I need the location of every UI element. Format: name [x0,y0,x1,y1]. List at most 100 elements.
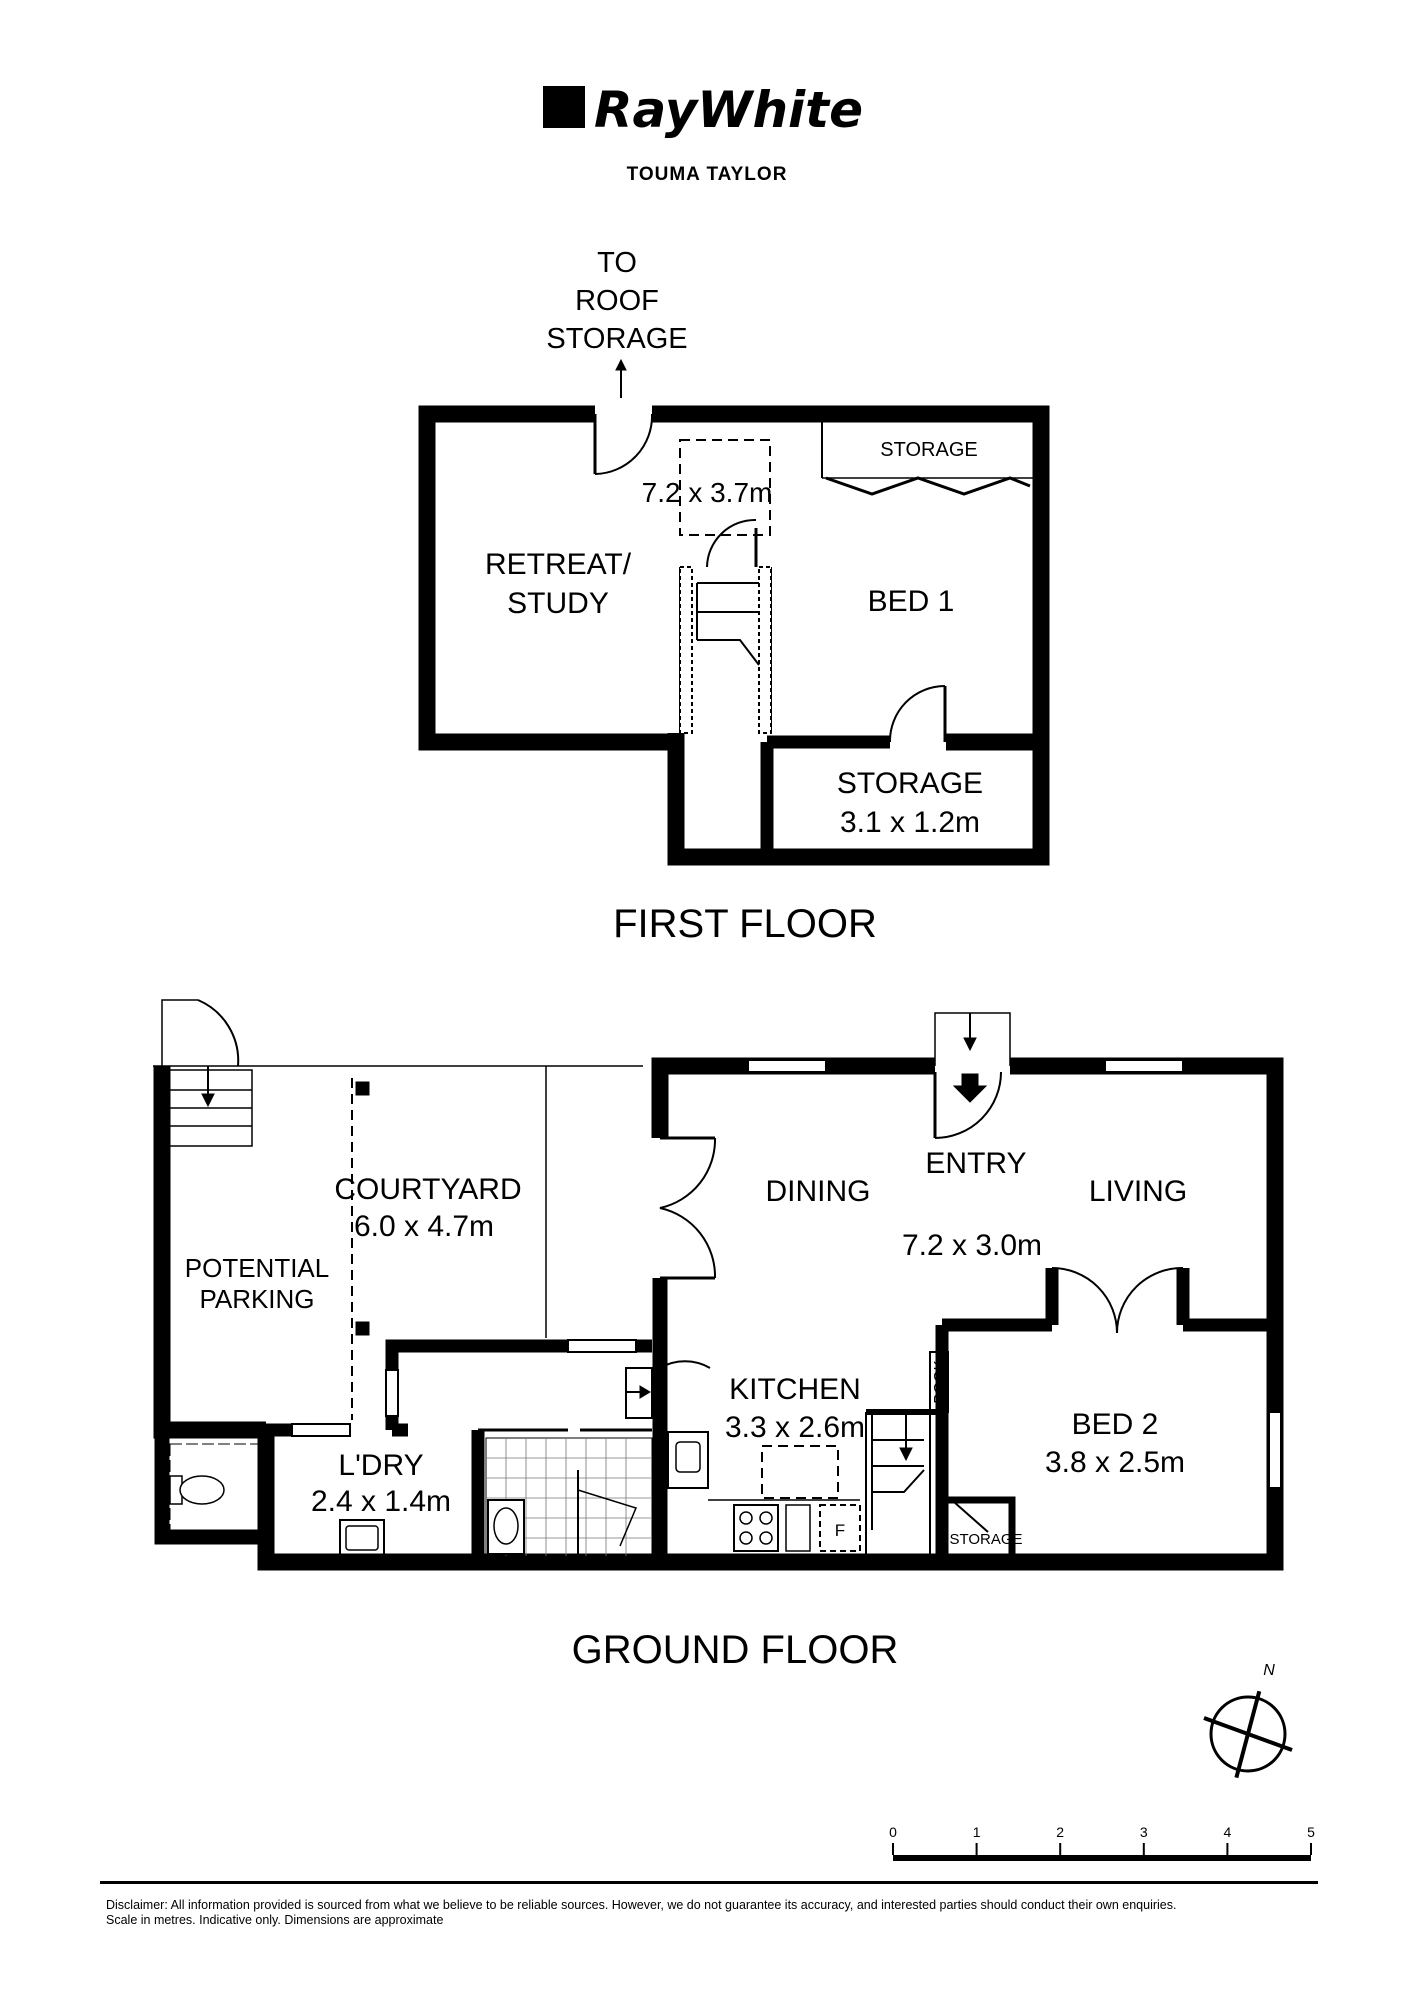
parking-label-line2: PARKING [199,1284,314,1314]
entry-label: ENTRY [925,1147,1026,1180]
bed2-label: BED 2 [1072,1408,1159,1441]
cooktop-burner-1 [739,1511,753,1525]
entry-arrow-icon [952,1073,988,1103]
kitchen-sink [667,1431,709,1489]
scale-tick-label: 2 [1056,1824,1064,1840]
north-compass: N [1203,1662,1293,1779]
bed2-window [1268,1411,1282,1489]
roof-door-swing [594,413,654,475]
laundry-side-window [385,1369,399,1417]
laundry-window [567,1339,637,1353]
logo-wordmark: RayWhite [594,81,863,139]
bed2-dimensions: 3.8 x 2.5m [1045,1446,1185,1479]
stair-tower-wall [667,733,1050,866]
logo-square [543,86,585,128]
cooktop-burner-4 [759,1531,773,1545]
kitchen-sink-bowl [675,1441,701,1473]
first-floor-right-wall [652,405,1050,751]
stair-door-swing [706,518,757,568]
wardrobe-sliding-doors [825,476,1031,496]
laundry-label: L'DRY [338,1449,423,1482]
entry-porch [934,1012,1011,1066]
parking-arrow-head [201,1093,215,1108]
scale-bar-line [893,1855,1311,1861]
bed2-storage-wall [942,1496,1016,1562]
porch-arrow-head [963,1037,977,1052]
living-label: LIVING [1089,1175,1187,1208]
kitchen-cupboard [785,1504,811,1552]
scale-tick-label: 4 [1224,1824,1232,1840]
storage-door-swing [888,685,946,743]
stair-arrow-head [899,1447,913,1462]
fridge-space [819,1504,861,1552]
cooktop [733,1504,779,1552]
dining-label: DINING [766,1175,871,1208]
courtyard-label: COURTYARD [334,1173,521,1206]
kitchen-island [761,1445,839,1499]
first-floor-left-wall [418,405,676,751]
basin [493,1507,519,1545]
kitchen-label: KITCHEN [729,1373,861,1406]
kitchen-door-swing [659,1360,711,1369]
to-roof-label-line2: ROOF [575,285,659,317]
living-dining-dimensions: 7.2 x 3.0m [902,1229,1042,1262]
stair-balustrade-right [758,566,772,734]
cooktop-burner-3 [739,1531,753,1545]
ground-stair-treads [871,1412,925,1530]
to-roof-label-line1: TO [597,247,637,279]
parking-left-wall [153,1066,266,1439]
kitchen-dimensions: 3.3 x 2.6m [725,1411,865,1444]
post-2 [355,1321,370,1336]
scale-tick-label: 0 [889,1824,897,1840]
scale-tick-label: 3 [1140,1824,1148,1840]
dining-window [747,1059,827,1073]
first-floor-storage-dimensions: 3.1 x 1.2m [840,806,980,839]
ray-white-logo: RayWhite TOUMA TAYLOR [543,81,863,185]
laundry-tub-bowl [345,1525,379,1551]
stair-balustrade-left [679,566,693,734]
bathroom-tile-grid [486,1438,652,1556]
bed1-label: BED 1 [868,585,955,618]
entry-door-swing [934,1071,1002,1139]
toilet-bowl [179,1475,225,1505]
first-floor-storage-label: STORAGE [837,767,983,800]
to-roof-label-line3: STORAGE [546,323,687,355]
bed2-storage-door [953,1501,989,1533]
dining-door-swing [659,1137,717,1279]
scale-tick-label: 1 [973,1824,981,1840]
ground-floor-labels: COURTYARD 6.0 x 4.7m POTENTIAL PARKING D… [185,1147,1187,1672]
dining-door-leaves [660,1136,715,1280]
ground-floor-plan [153,999,1284,1571]
disclaimer-line2: Scale in metres. Indicative only. Dimens… [106,1913,444,1927]
compass-crossbar [1203,1716,1293,1752]
stair-rails [679,567,772,733]
scale-bar: 0 1 2 3 4 5 [889,1824,1315,1861]
compass-ring [1209,1695,1287,1773]
office-name: TOUMA TAYLOR [627,164,788,185]
stair-treads [696,582,760,666]
bathroom-tiles [485,1437,653,1557]
bed1-dimensions: 7.2 x 3.7m [642,477,773,508]
compass-north-label: N [1263,1662,1275,1679]
attic-hatch [679,439,771,536]
shower-door [577,1489,638,1547]
bed2-storage-label: STORAGE [949,1531,1022,1548]
wc-left-wall [154,1437,266,1545]
laundry-arrow-head [639,1385,651,1399]
courtyard-dimensions: 6.0 x 4.7m [354,1210,494,1243]
parking-label-line1: POTENTIAL [185,1253,329,1283]
retreat-label-line2: STUDY [507,587,609,620]
wc-window [291,1423,351,1437]
footer-rule [100,1881,1318,1884]
book-label: BOOK [931,1360,948,1403]
first-floor-title: FIRST FLOOR [613,902,877,946]
bookshelf [929,1351,949,1413]
wardrobe-label: STORAGE [880,439,977,461]
living-window [1104,1059,1184,1073]
laundry-dimensions: 2.4 x 1.4m [311,1485,451,1518]
dining-top-wall [651,1057,935,1138]
scale-tick-label: 5 [1307,1824,1315,1840]
disclaimer: Disclaimer: All information provided is … [106,1898,1326,1928]
